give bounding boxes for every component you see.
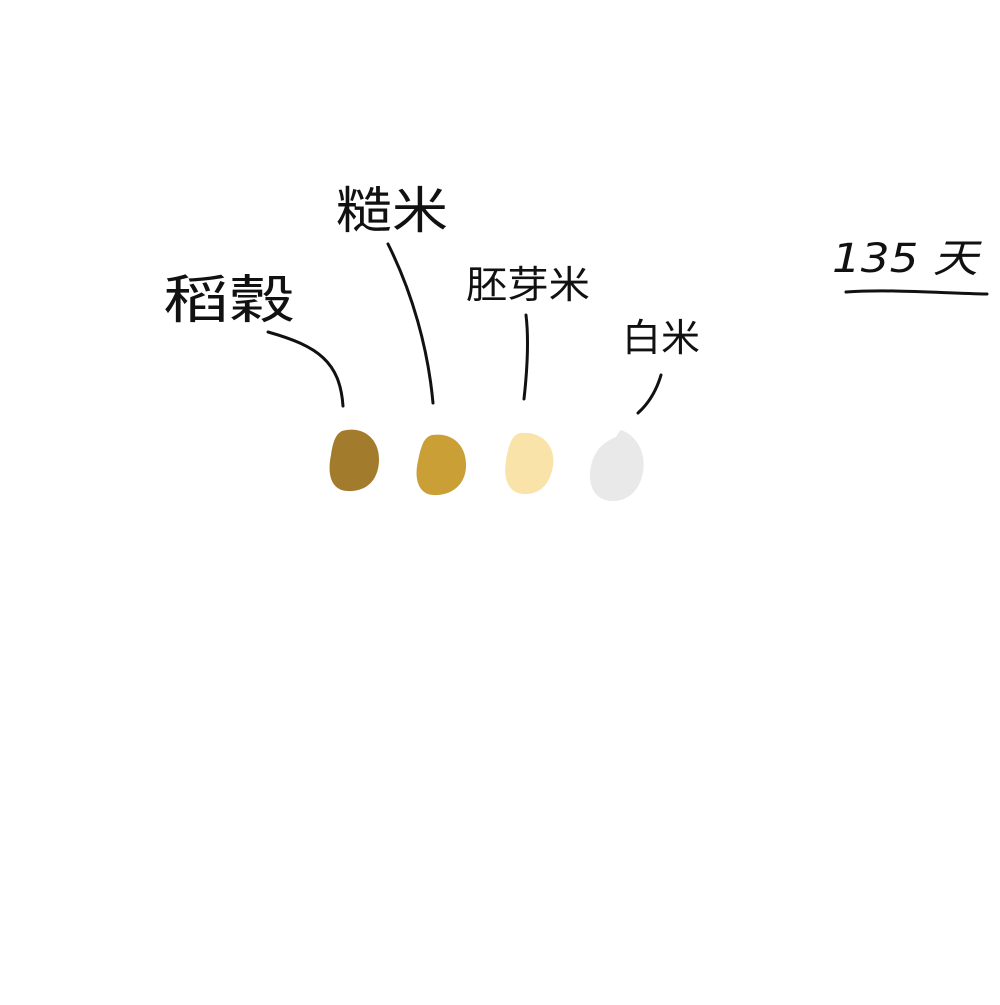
label-germ-rice: 胚芽米 <box>466 263 590 307</box>
label-brown-rice: 糙米 <box>336 182 448 240</box>
grain-paddy <box>329 429 380 492</box>
grain-brown-rice <box>416 434 467 496</box>
leader-line-germ-rice <box>522 313 529 401</box>
label-white-rice: 白米 <box>622 316 700 360</box>
leader-line-paddy <box>266 330 345 408</box>
days-note: 135 天 <box>832 236 983 282</box>
leader-line-brown-rice <box>386 242 435 405</box>
leader-line-white-rice <box>636 373 663 415</box>
label-paddy: 稻穀 <box>163 271 295 331</box>
days-note-underline <box>844 289 989 296</box>
grain-white-rice <box>589 430 644 502</box>
grain-germ-rice <box>505 432 554 495</box>
